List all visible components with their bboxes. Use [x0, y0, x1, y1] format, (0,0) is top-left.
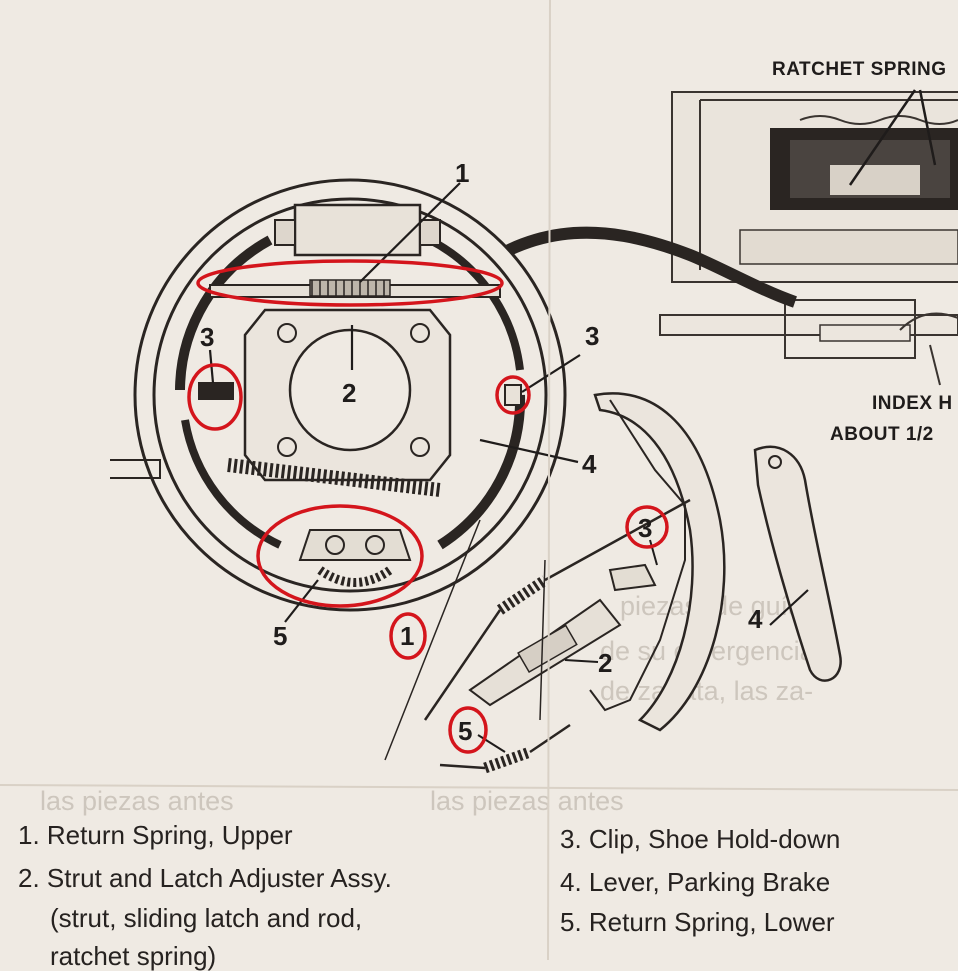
legend-item-4: 4. Lever, Parking Brake: [560, 867, 831, 897]
callout-2-part: 2: [598, 648, 612, 678]
brake-backing-plate: [110, 178, 567, 612]
callout-1-top: 1: [455, 158, 469, 188]
highlight-upper-spring: [196, 259, 504, 307]
upper-return-spring: [309, 279, 391, 297]
callout-5-bottom: 5: [273, 621, 287, 651]
highlight-callout-5: [448, 706, 488, 754]
ratchet-spring-label: RATCHET SPRING: [772, 59, 946, 80]
callout-4-lever: 4: [582, 449, 597, 479]
callout-numbers: 1 2 3 3 4 5 3 1 2 4 5: [200, 158, 763, 746]
svg-text:las piezas antes: las piezas antes: [430, 786, 624, 816]
callout-3-circled: 3: [638, 513, 652, 543]
legend-item-2-sub1: (strut, sliding latch and rod,: [50, 903, 363, 933]
legend-item-2-sub2: ratchet spring): [50, 941, 217, 971]
callout-5-circled: 5: [458, 716, 472, 746]
svg-text:de zapata, las za-: de zapata, las za-: [600, 676, 813, 706]
legend-item-2: 2. Strut and Latch Adjuster Assy.: [18, 863, 392, 893]
highlight-callout-1: [389, 612, 427, 660]
legend-item-5: 5. Return Spring, Lower: [560, 907, 835, 937]
highlight-lower-spring: [256, 504, 424, 608]
callout-3-right: 3: [585, 321, 599, 351]
red-highlight-marks: [187, 259, 669, 754]
callout-4-shoe: 4: [748, 604, 763, 634]
index-label-line2: ABOUT 1/2: [830, 424, 934, 445]
highlight-right-clip: [495, 375, 531, 415]
legend-item-3: 3. Clip, Shoe Hold-down: [560, 824, 841, 854]
callout-1-circled: 1: [400, 621, 414, 651]
svg-text:las piezas antes: las piezas antes: [40, 786, 234, 816]
callout-leaders: [208, 182, 581, 623]
index-label-line1: INDEX H: [872, 393, 953, 414]
callout-3-left: 3: [200, 322, 214, 352]
callout-2-strut: 2: [342, 378, 356, 408]
exploded-parts: [384, 392, 842, 774]
highlight-callout-3: [625, 505, 669, 549]
highlight-left-clip: [187, 363, 243, 431]
parking-spring: [227, 458, 441, 497]
legend-item-1: 1. Return Spring, Upper: [18, 820, 293, 850]
